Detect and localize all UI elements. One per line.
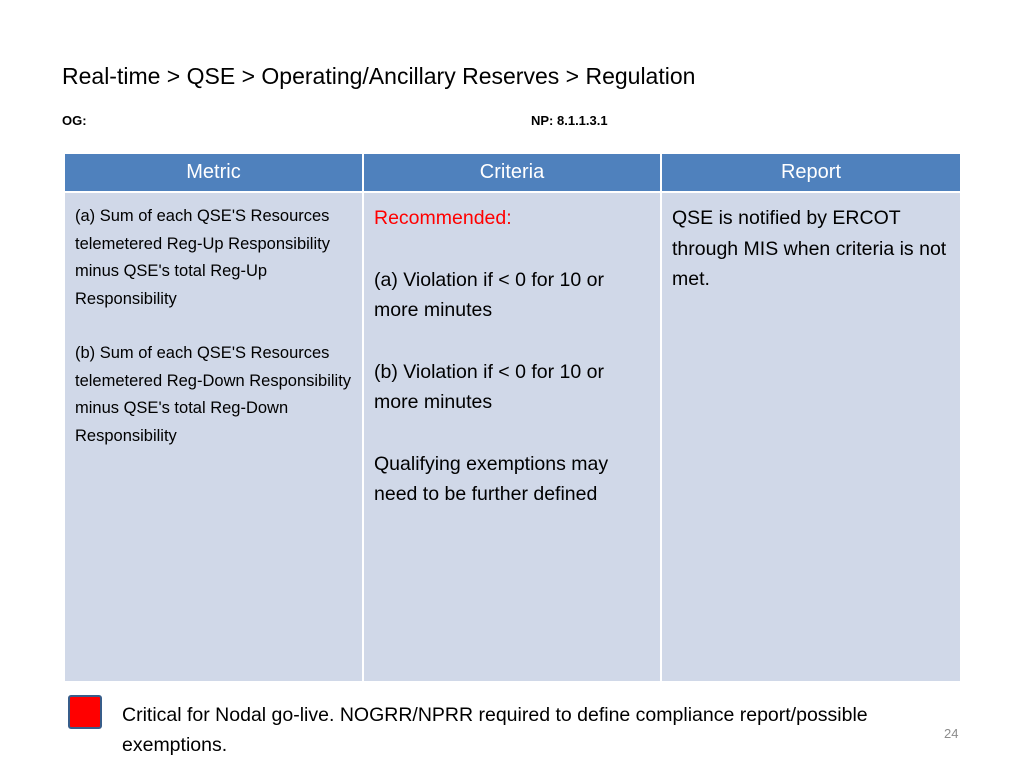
criteria-a-text: (a) Violation if < 0 for 10 or more minu… [374,268,604,322]
header-report: Report [660,152,962,193]
critical-legend-swatch [68,695,102,729]
metric-a-text: (a) Sum of each QSE'S Resources telemete… [75,207,330,308]
criteria-b-text: (b) Violation if < 0 for 10 or more minu… [374,360,604,414]
metric-b-text: (b) Sum of each QSE'S Resources telemete… [75,344,352,445]
header-criteria: Criteria [362,152,662,193]
header-metric: Metric [63,152,364,193]
criteria-table: Metric Criteria Report (a) Sum of each Q… [63,152,962,683]
page-number: 24 [944,726,959,741]
criteria-exemptions-text: Qualifying exemptions may need to be fur… [374,452,609,506]
criteria-cell: Recommended: (a) Violation if < 0 for 10… [362,191,662,683]
slide-title: Real-time > QSE > Operating/Ancillary Re… [62,63,696,89]
report-cell: QSE is notified by ERCOT through MIS whe… [660,191,962,683]
criteria-recommended-heading: Recommended: [374,207,512,229]
table-row: (a) Sum of each QSE'S Resources telemete… [63,191,962,683]
metric-cell: (a) Sum of each QSE'S Resources telemete… [63,191,364,683]
og-label: OG: [62,113,87,128]
np-reference: NP: 8.1.1.3.1 [531,113,608,128]
table-header-row: Metric Criteria Report [63,152,962,193]
report-text: QSE is notified by ERCOT through MIS whe… [672,207,947,290]
critical-legend-text: Critical for Nodal go-live. NOGRR/NPRR r… [122,704,868,756]
